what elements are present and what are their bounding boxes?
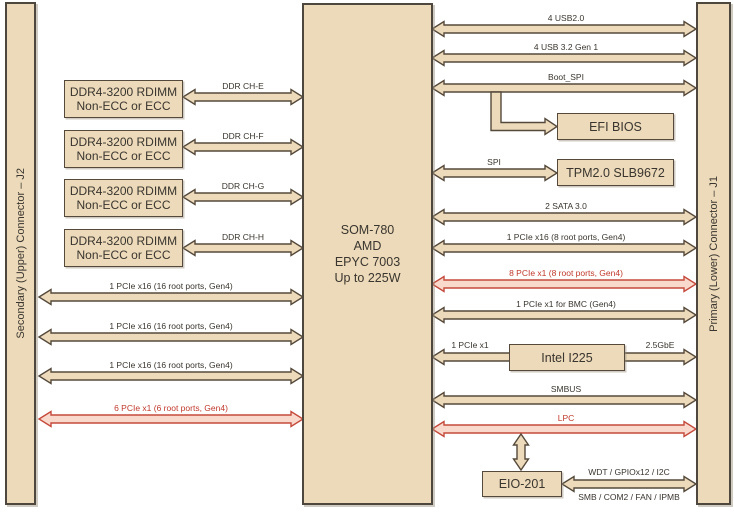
lpc-bus-label: LPC bbox=[557, 413, 575, 423]
pcie-x16-bus2-label: 1 PCIe x16 (16 root ports, Gen4) bbox=[109, 321, 233, 331]
pcie-eth-label: 1 PCIe x1 bbox=[451, 340, 489, 350]
eio-label: EIO-201 bbox=[498, 477, 546, 491]
ddr-ch-h-arrow bbox=[181, 239, 305, 257]
pcie-x16-bus3-arrow bbox=[37, 367, 305, 385]
ddr-ch-e-arrow bbox=[181, 88, 305, 106]
ddr-module-name: DDR4-3200 RDIMM bbox=[69, 233, 178, 248]
ddr-ch-g-label: DDR CH-G bbox=[221, 181, 265, 191]
ddr-ch-f-label: DDR CH-F bbox=[222, 131, 264, 141]
pcie-x16-8-bus-label: 1 PCIe x16 (8 root ports, Gen4) bbox=[506, 232, 626, 242]
pcie-x16-8-bus-arrow bbox=[430, 239, 698, 257]
gbe-label: 2.5GbE bbox=[645, 340, 675, 350]
ddr-module-e: DDR4-3200 RDIMM Non-ECC or ECC bbox=[64, 80, 183, 118]
som-tdp: Up to 225W bbox=[334, 271, 401, 286]
ddr-module-type: Non-ECC or ECC bbox=[76, 198, 171, 212]
ddr-ch-e-label: DDR CH-E bbox=[222, 81, 264, 91]
som-vendor: AMD bbox=[353, 238, 382, 253]
boot-spi-bus-arrow bbox=[430, 79, 698, 97]
ddr-module-type: Non-ECC or ECC bbox=[76, 149, 171, 163]
ddr-ch-g-arrow bbox=[181, 188, 305, 206]
ethernet-controller-block: Intel I225 bbox=[509, 344, 625, 371]
pcie-eth-arrow bbox=[430, 348, 511, 366]
connector-j2-label: Secondary (Upper) Connector – J2 bbox=[14, 168, 27, 339]
connector-j1-label: Primary (Lower) Connector – J1 bbox=[707, 175, 720, 332]
smbus-bus-arrow bbox=[430, 391, 698, 409]
ddr-module-h: DDR4-3200 RDIMM Non-ECC or ECC bbox=[64, 229, 183, 267]
tpm-block: TPM2.0 SLB9672 bbox=[557, 159, 674, 186]
ddr-module-type: Non-ECC or ECC bbox=[76, 248, 171, 262]
ethernet-controller-label: Intel I225 bbox=[541, 350, 593, 365]
pcie-x16-bus1-label: 1 PCIe x16 (16 root ports, Gen4) bbox=[109, 281, 233, 291]
lpc-eio-arrow bbox=[512, 432, 530, 472]
ddr-module-g: DDR4-3200 RDIMM Non-ECC or ECC bbox=[64, 179, 183, 217]
pcie-x1-bus-label: 6 PCIe x1 (6 root ports, Gen4) bbox=[114, 403, 228, 413]
eio-j1-arrow bbox=[560, 475, 698, 493]
sata-bus-label: 2 SATA 3.0 bbox=[545, 201, 587, 211]
connector-j2: Secondary (Upper) Connector – J2 bbox=[5, 2, 36, 505]
usb32-bus-arrow bbox=[430, 49, 698, 67]
sata-bus-arrow bbox=[430, 208, 698, 226]
eio-bottom-label: SMB / COM2 / FAN / IPMB bbox=[578, 492, 680, 502]
ddr-ch-f-arrow bbox=[181, 138, 305, 156]
gbe-arrow bbox=[623, 348, 698, 366]
connector-j1: Primary (Lower) Connector – J1 bbox=[696, 2, 731, 505]
ddr-module-name: DDR4-3200 RDIMM bbox=[69, 84, 178, 99]
pcie-x16-bus1-arrow bbox=[37, 288, 305, 306]
ddr-module-name: DDR4-3200 RDIMM bbox=[69, 134, 178, 149]
ddr-module-type: Non-ECC or ECC bbox=[76, 99, 171, 113]
usb32-bus-label: 4 USB 3.2 Gen 1 bbox=[533, 42, 599, 52]
usb2-bus-arrow bbox=[430, 20, 698, 38]
ddr-module-f: DDR4-3200 RDIMM Non-ECC or ECC bbox=[64, 130, 183, 168]
eio-block: EIO-201 bbox=[482, 471, 562, 497]
som-cpu: EPYC 7003 bbox=[334, 255, 401, 269]
usb2-bus-label: 4 USB2.0 bbox=[547, 13, 585, 23]
spi-bus-arrow bbox=[430, 164, 559, 182]
pcie-x16-bus3-label: 1 PCIe x16 (16 root ports, Gen4) bbox=[109, 360, 233, 370]
pcie-bmc-bus-label: 1 PCIe x1 for BMC (Gen4) bbox=[516, 299, 616, 309]
efi-bios-label: EFI BIOS bbox=[589, 119, 642, 134]
pcie-x16-bus2-arrow bbox=[37, 328, 305, 346]
pcie-x1-8-bus-arrow bbox=[430, 275, 698, 293]
spi-bus-label: SPI bbox=[487, 157, 501, 167]
ddr-ch-h-label: DDR CH-H bbox=[221, 232, 265, 242]
smbus-bus-label: SMBUS bbox=[550, 384, 582, 394]
boot-spi-bus-label: Boot_SPI bbox=[548, 72, 584, 82]
lpc-bus-arrow bbox=[430, 420, 698, 438]
tpm-label: TPM2.0 SLB9672 bbox=[566, 165, 665, 180]
pcie-x1-bus-arrow bbox=[37, 410, 305, 428]
pcie-bmc-bus-arrow bbox=[430, 306, 698, 324]
pcie-x1-8-bus-label: 8 PCIe x1 (8 root ports, Gen4) bbox=[509, 268, 623, 278]
som-model: SOM-780 bbox=[340, 222, 395, 237]
som-block: SOM-780 AMD EPYC 7003 Up to 225W bbox=[302, 3, 433, 505]
ddr-module-name: DDR4-3200 RDIMM bbox=[69, 183, 178, 198]
efi-bios-block: EFI BIOS bbox=[557, 113, 674, 140]
eio-top-label: WDT / GPIOx12 / I2C bbox=[588, 467, 670, 477]
boot-spi-efi-branch-arrow bbox=[490, 91, 559, 136]
